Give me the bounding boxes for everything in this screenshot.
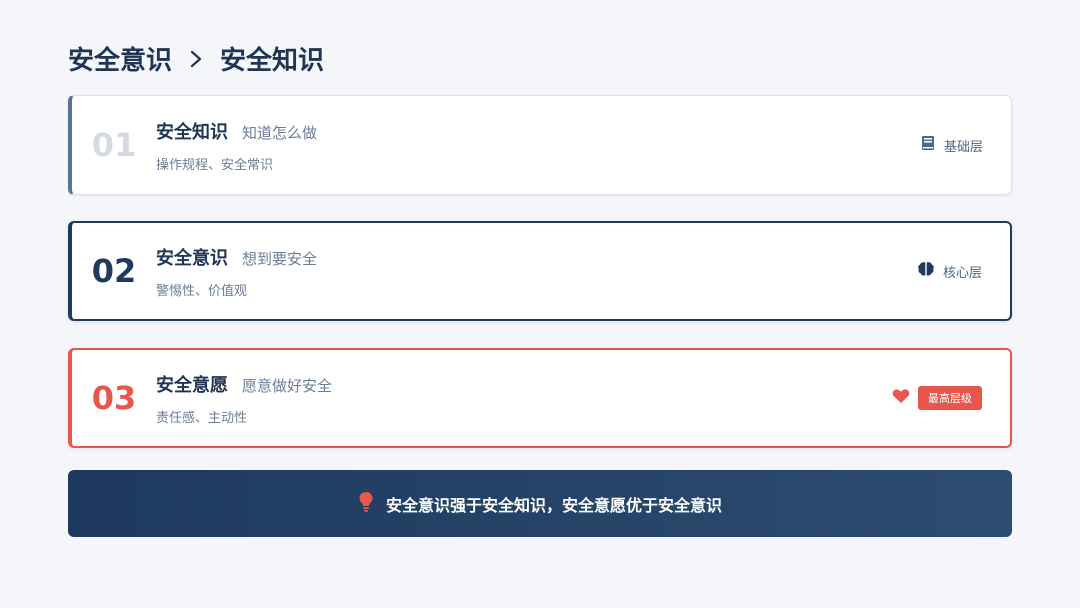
card-title: 安全意愿 — [156, 374, 228, 396]
card-description: 责任感、主动性 — [156, 410, 248, 426]
card-subtitle: 愿意做好安全 — [242, 376, 333, 395]
card-tag: 核心层 — [917, 261, 982, 281]
card-number: 01 — [91, 126, 137, 164]
level-card-willingness: 03 安全意愿 愿意做好安全 责任感、主动性 最高层级 — [68, 348, 1012, 448]
level-card-awareness: 02 安全意识 想到要安全 警惕性、价值观 核心层 — [68, 221, 1012, 321]
banner-text: 安全意识强于安全知识，安全意愿优于安全意识 — [385, 495, 722, 515]
card-subtitle: 知道怎么做 — [242, 123, 318, 142]
breadcrumb: 安全意识 安全知识 — [68, 40, 324, 77]
card-tag: 基础层 — [920, 135, 983, 155]
card-tag-label: 核心层 — [942, 265, 982, 281]
card-description: 警惕性、价值观 — [156, 283, 248, 299]
brain-icon — [917, 261, 935, 281]
chevron-right-icon — [186, 46, 206, 72]
breadcrumb-current: 安全知识 — [220, 46, 325, 76]
level-card-knowledge: 01 安全知识 知道怎么做 操作规程、安全常识 基础层 — [68, 95, 1012, 195]
card-title: 安全意识 — [156, 247, 228, 269]
card-description: 操作规程、安全常识 — [156, 157, 274, 173]
card-content: 安全意识 想到要安全 警惕性、价值观 — [156, 244, 917, 299]
card-subtitle: 想到要安全 — [242, 249, 318, 268]
conclusion-banner: 安全意识强于安全知识，安全意愿优于安全意识 — [68, 470, 1012, 537]
breadcrumb-parent[interactable]: 安全意识 — [68, 46, 173, 76]
book-icon — [920, 135, 936, 155]
card-number: 03 — [91, 379, 137, 417]
card-content: 安全知识 知道怎么做 操作规程、安全常识 — [156, 118, 920, 173]
lightbulb-icon — [358, 491, 374, 517]
card-content: 安全意愿 愿意做好安全 责任感、主动性 — [156, 371, 892, 426]
card-number: 02 — [91, 252, 137, 290]
priority-badge: 最高层级 — [918, 386, 982, 410]
card-title: 安全知识 — [156, 121, 228, 143]
card-tag: 最高层级 — [892, 386, 982, 410]
card-tag-label: 基础层 — [943, 139, 983, 155]
heart-icon — [892, 388, 910, 408]
